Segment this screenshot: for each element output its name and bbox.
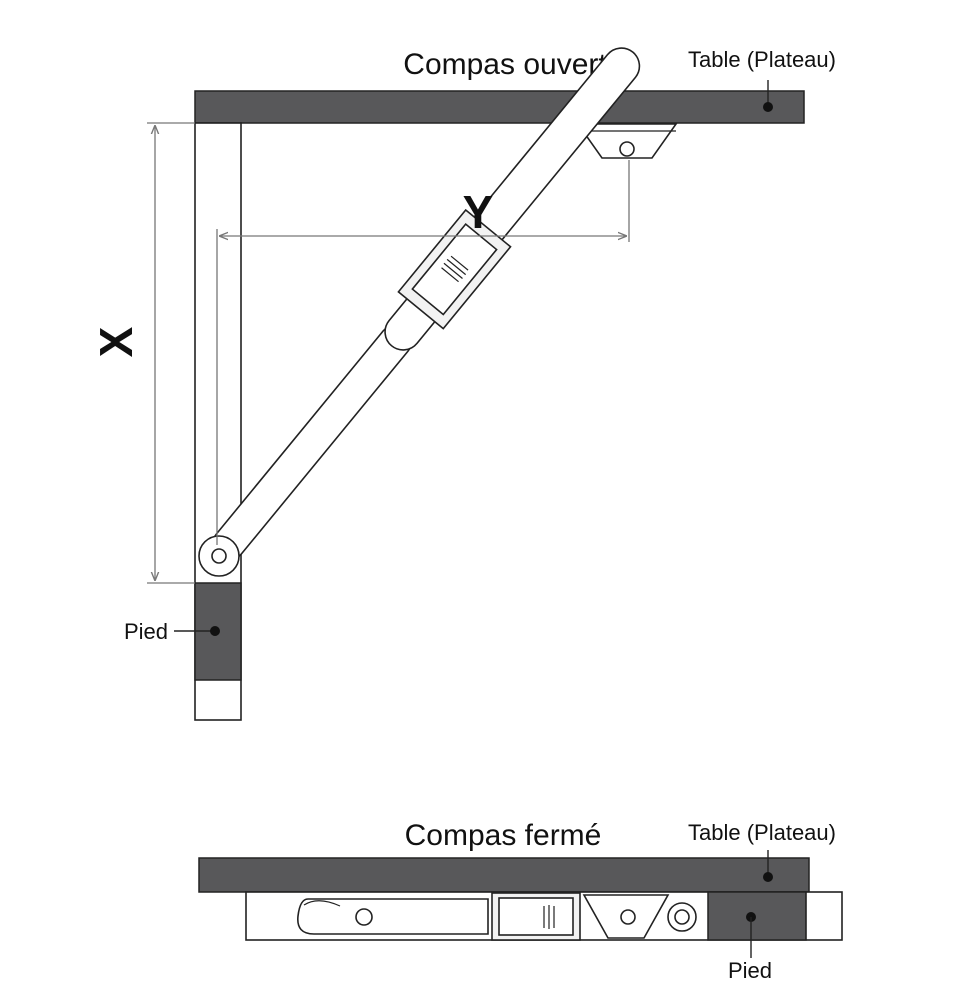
closed-view: Compas fermé Table (Plateau) Pied <box>198 819 843 983</box>
dimension-y-label: Y <box>463 186 494 238</box>
open-table-dot <box>763 102 773 112</box>
closed-slider-window <box>498 897 574 936</box>
closed-foot-block <box>707 891 807 941</box>
closed-hinge-pin-icon <box>620 909 636 925</box>
strut-screw-line-3 <box>446 258 467 276</box>
closed-left-pin-icon <box>355 908 373 926</box>
open-top-hinge-plate <box>576 123 678 159</box>
open-table-board <box>194 90 805 124</box>
strut-screw-line-2 <box>443 262 463 279</box>
dimension-x-label: X <box>90 326 142 357</box>
open-lower-pin-icon <box>211 548 227 564</box>
open-table-label: Table (Plateau) <box>688 47 836 72</box>
open-upper-pin-icon <box>619 141 635 157</box>
closed-strut-hook <box>303 900 341 907</box>
strut-screw-line-1 <box>441 267 459 283</box>
closed-table-board <box>198 857 810 893</box>
open-view-title: Compas ouvert <box>403 48 607 81</box>
open-foot-label: Pied <box>124 619 168 644</box>
closed-pivot-pin-icon <box>674 909 690 925</box>
strut-screw-line-4 <box>450 255 469 271</box>
closed-table-label: Table (Plateau) <box>688 820 836 845</box>
open-foot-dot <box>210 626 220 636</box>
open-view: Compas ouvert Table (Plateau) Pied <box>90 47 836 721</box>
closed-view-title: Compas fermé <box>405 819 602 852</box>
strut-upper-arm <box>384 47 641 351</box>
closed-strut-arm <box>297 898 489 935</box>
closed-foot-label: Pied <box>728 958 772 981</box>
closed-table-dot <box>763 872 773 882</box>
